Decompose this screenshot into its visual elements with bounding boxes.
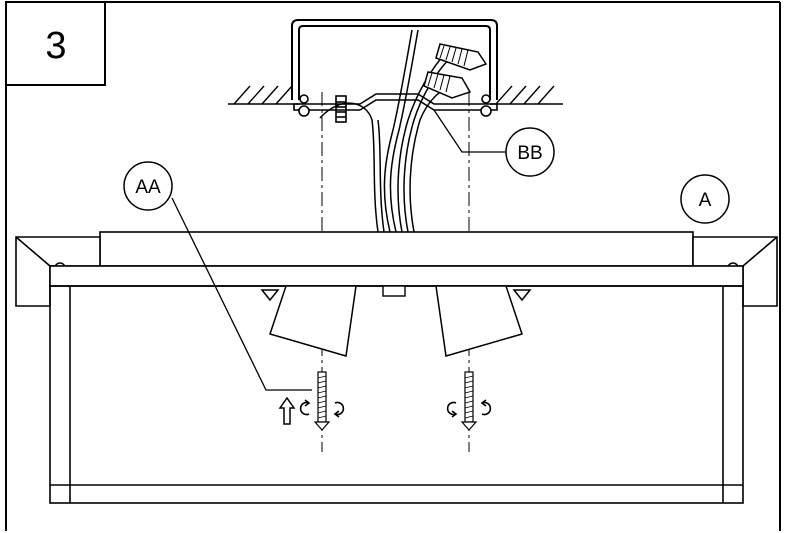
callout-aa-label: AA [135, 177, 161, 198]
callout-aa: AA [123, 161, 312, 391]
rotate-arrow-icons [299, 399, 492, 418]
center-stud [382, 285, 406, 297]
callout-bb-label: BB [517, 143, 542, 164]
callout-a: A [680, 174, 730, 224]
light-shades [260, 285, 532, 357]
fixture-frame [49, 265, 744, 504]
step-number-box: 3 [5, 1, 106, 86]
callout-bb: BB [433, 109, 555, 177]
screw-left [313, 371, 331, 431]
ceiling [228, 85, 563, 105]
mounting-bracket [293, 93, 498, 123]
screw-right [460, 371, 478, 431]
callout-a-label: A [699, 190, 712, 211]
fixture-canopy [99, 231, 694, 267]
frame [5, 1, 781, 531]
up-arrow-icon [278, 396, 296, 425]
wire-nut-connectors [423, 43, 488, 99]
step-number: 3 [45, 25, 66, 67]
wires [319, 29, 459, 233]
junction-box [291, 19, 498, 100]
